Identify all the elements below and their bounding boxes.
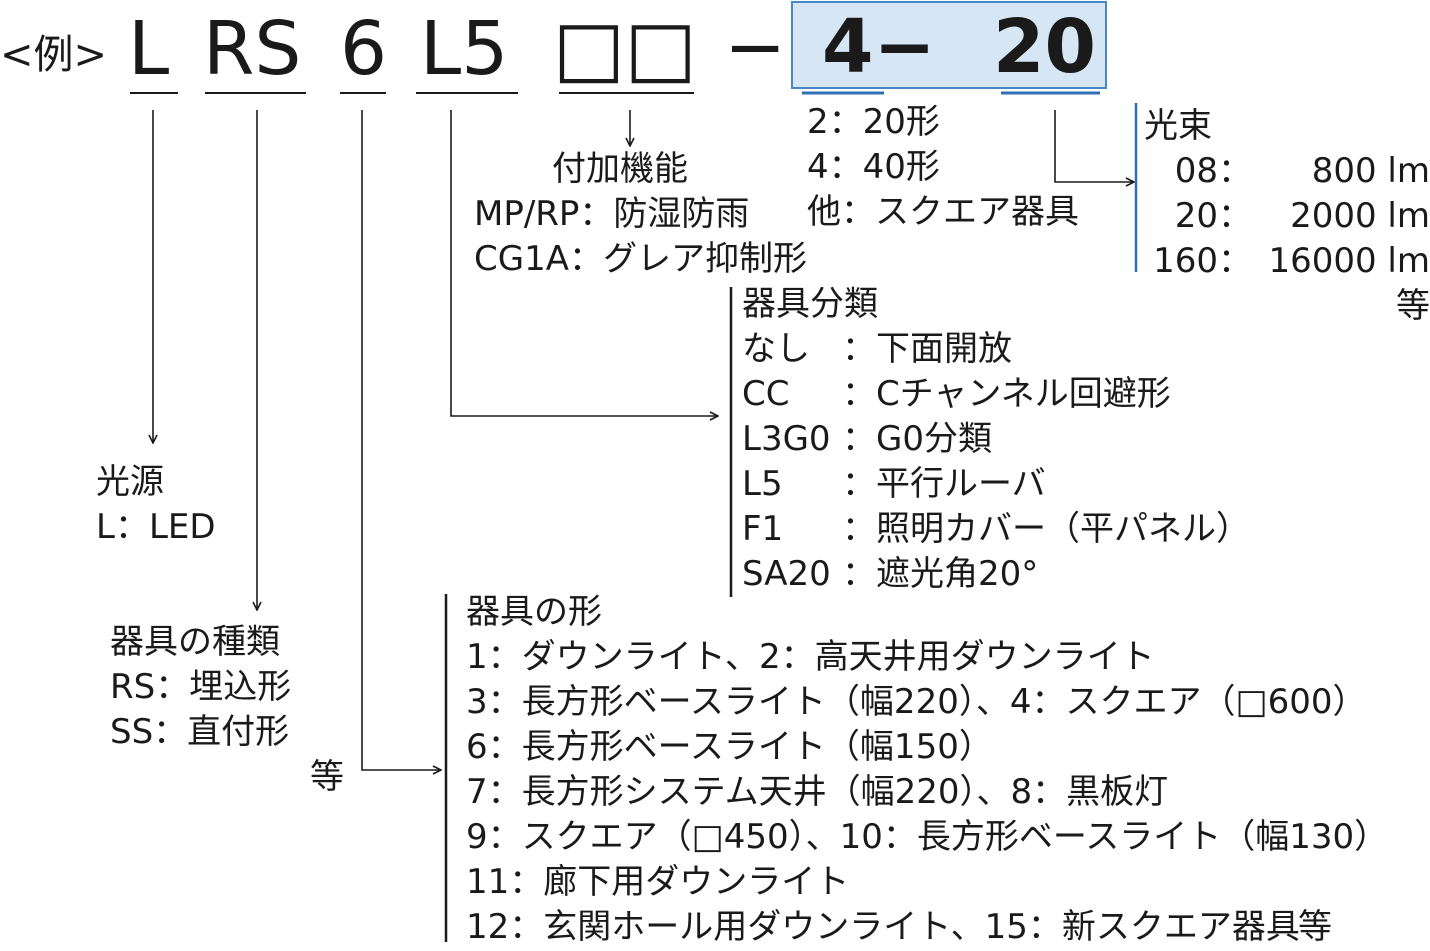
code-dash: − — [724, 4, 787, 90]
light-source-title: 光源 — [96, 462, 164, 502]
class-code: なし — [742, 329, 810, 369]
code-segment-l5: L5 — [420, 6, 509, 92]
lumen-value: 2000 lm — [1290, 196, 1430, 236]
lumen-title: 光束 — [1144, 106, 1212, 146]
shape-line: 12：玄関ホール用ダウンライト、15：新スクエア器具 — [466, 907, 1300, 947]
class-code: L5 — [742, 464, 783, 504]
option-block: MP/RP：防湿防雨 CG1A：グレア抑制形 — [474, 192, 807, 282]
class-title: 器具分類 — [742, 284, 878, 324]
class-code: SA20 — [742, 554, 831, 594]
lumen-row: 08： 800 lm 20： 2000 lm 160： 16000 lm 等 — [1144, 149, 1430, 329]
code-segment-boxes: □□ — [553, 3, 697, 92]
light-source-line: L：LED — [96, 507, 216, 547]
option-title: 付加機能 — [552, 149, 688, 189]
class-value: ：照明カバー（平パネル） — [842, 509, 1250, 549]
lumen-value: 16000 lm — [1268, 241, 1430, 281]
class-code: CC — [742, 374, 790, 414]
class-block: 器具分類 なし ：下面開放 CC ：Cチャンネル回避形 L3G0 ：G0分類 L5 ：平… — [742, 282, 1250, 597]
class-value: ：下面開放 — [842, 329, 1012, 369]
class-code: L3G0 — [742, 419, 831, 459]
type-line: RS：埋込形 — [110, 667, 292, 707]
lumen-code: 20： — [1174, 196, 1252, 236]
lumen-code: 160： — [1153, 241, 1252, 281]
code-segment-6: 6 — [340, 6, 388, 92]
type-title: 器具の種類 — [110, 622, 280, 662]
example-label: <例> — [0, 32, 108, 78]
size-block: 2：20形 4：40形 他：スクエア器具 — [807, 100, 1079, 235]
shape-line: 9：スクエア（□450）、10：長方形ベースライト（幅130） — [466, 817, 1389, 857]
type-etc: 等 — [310, 757, 344, 797]
size-line: 他：スクエア器具 — [807, 192, 1079, 232]
shape-line: 7：長方形システム天井（幅220）、8：黒板灯 — [466, 772, 1169, 812]
lumen-code: 08： — [1174, 151, 1252, 191]
shape-line: 6：長方形ベースライト（幅150） — [466, 727, 993, 767]
size-line: 2：20形 — [807, 102, 940, 142]
code-segment-rs: RS — [203, 6, 302, 92]
shape-etc: 等 — [1298, 907, 1332, 947]
lumen-block: 光束 — [1144, 104, 1212, 149]
class-value: ：G0分類 — [842, 419, 992, 459]
code-segment-4: 4− — [822, 4, 936, 90]
shape-block: 器具の形 1：ダウンライト、2：高天井用ダウンライト 3：長方形ベースライト（幅… — [466, 590, 1388, 950]
option-line: CG1A：グレア抑制形 — [474, 239, 807, 279]
shape-line: 11：廊下用ダウンライト — [466, 862, 850, 902]
light-source-block: 光源 L：LED — [96, 460, 216, 550]
code-segment-20: 20 — [993, 4, 1096, 90]
shape-title: 器具の形 — [466, 592, 602, 632]
code-segment-l: L — [128, 6, 170, 92]
class-value: ：Cチャンネル回避形 — [842, 374, 1171, 414]
class-value: ：遮光角20° — [842, 554, 1039, 594]
shape-line: 1：ダウンライト、2：高天井用ダウンライト — [466, 637, 1155, 677]
type-block: 器具の種類 RS：埋込形 SS：直付形 — [110, 620, 291, 755]
option-line: MP/RP：防湿防雨 — [474, 194, 750, 234]
type-line: SS：直付形 — [110, 712, 290, 752]
size-line: 4：40形 — [807, 147, 940, 187]
lumen-etc: 等 — [1396, 286, 1430, 326]
class-code: F1 — [742, 509, 784, 549]
shape-line: 3：長方形ベースライト（幅220）、4：スクエア（□600） — [466, 682, 1367, 722]
lumen-value: 800 lm — [1311, 151, 1430, 191]
class-value: ：平行ルーバ — [842, 464, 1046, 504]
highlight-box — [791, 1, 1107, 89]
